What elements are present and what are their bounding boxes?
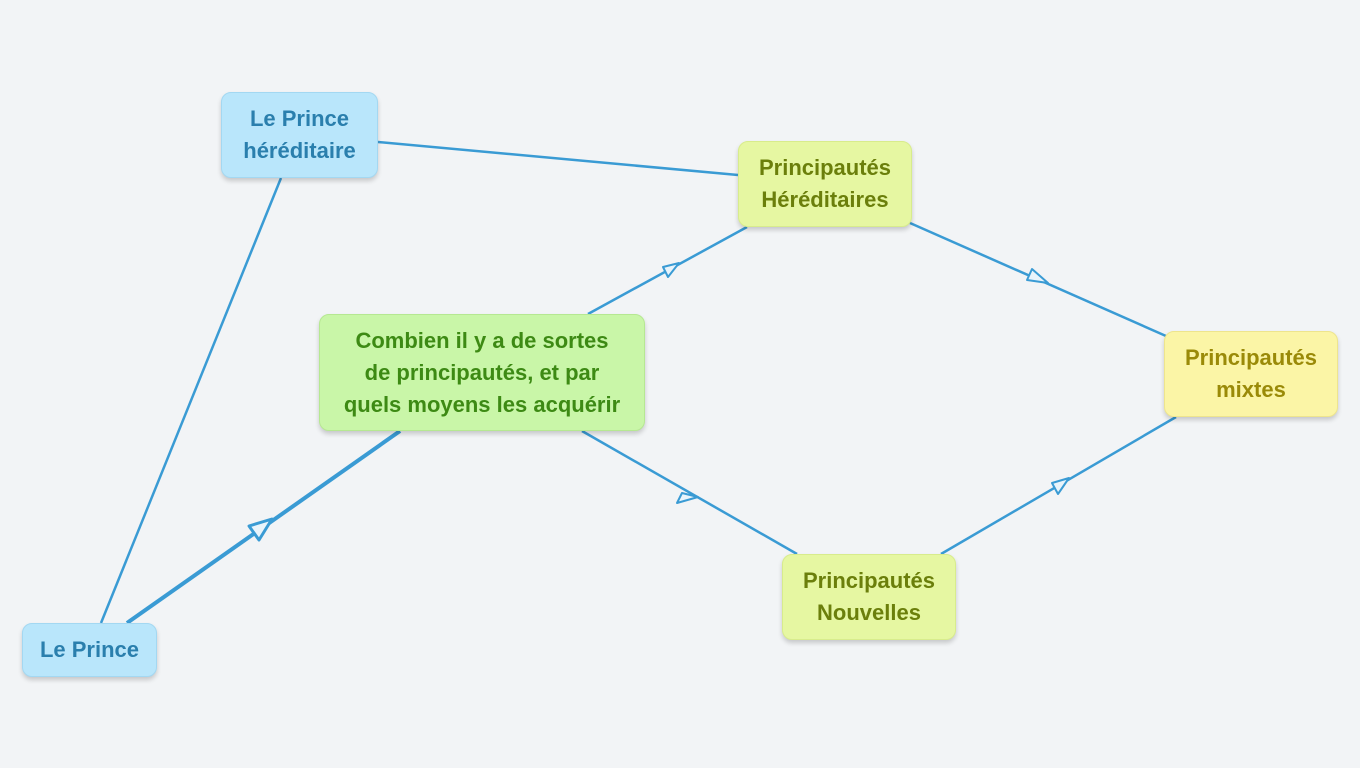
- node-label-line: quels moyens les acquérir: [343, 391, 621, 417]
- node-label-line: Le Prince: [39, 637, 140, 662]
- node-label-line: Héréditaires: [761, 187, 889, 212]
- node-combien-sortes-principautes[interactable]: Combien il y a de sortes de principautés…: [319, 314, 645, 431]
- node-label-line: Le Prince: [249, 106, 350, 131]
- node-label-line: Nouvelles: [817, 600, 921, 625]
- arrow-combien-to-principautes-hereditaires: [662, 262, 680, 278]
- node-principautes-nouvelles[interactable]: Principautés Nouvelles: [782, 554, 956, 640]
- edge-combien-to-principautes-nouvelles: [581, 429, 798, 556]
- node-label-line: Principautés: [758, 155, 892, 180]
- node-principautes-mixtes[interactable]: Principautés mixtes: [1164, 331, 1338, 417]
- node-label-line: Principautés: [802, 568, 936, 593]
- node-label-line: Combien il y a de sortes: [355, 327, 609, 353]
- arrow-combien-to-principautes-nouvelles: [676, 492, 699, 504]
- arrow-principautes-hereditaires-to-mixtes: [1026, 268, 1049, 284]
- node-le-prince[interactable]: Le Prince: [22, 623, 157, 677]
- node-label-line: mixtes: [1216, 377, 1286, 402]
- arrow-prince-to-combien: [247, 517, 274, 542]
- node-label-line: de principautés, et par: [364, 359, 600, 385]
- edge-prince-to-prince-hereditaire: [99, 177, 283, 624]
- node-label-line: Principautés: [1184, 345, 1318, 370]
- node-le-prince-hereditaire[interactable]: Le Prince héréditaire: [221, 92, 378, 178]
- node-label-line: héréditaire: [243, 138, 356, 163]
- node-principautes-hereditaires[interactable]: Principautés Héréditaires: [738, 141, 912, 227]
- arrow-principautes-nouvelles-to-mixtes: [1051, 477, 1070, 495]
- edge-prince-hereditaire-to-principautes-hereditaires: [377, 140, 739, 177]
